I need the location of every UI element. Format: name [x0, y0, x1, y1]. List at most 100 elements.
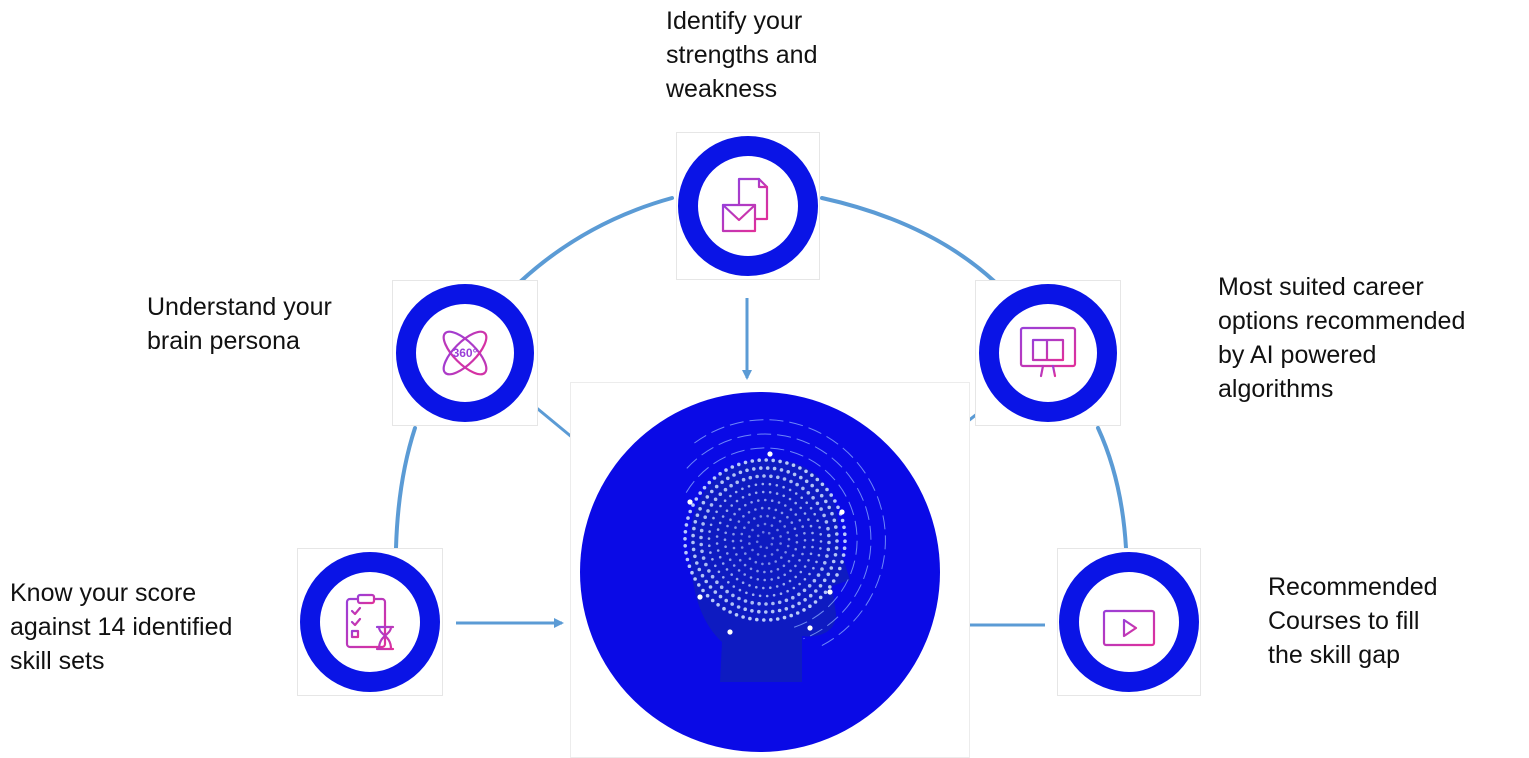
neural-dot: [770, 524, 774, 527]
neural-dot: [828, 585, 832, 589]
neural-dot: [777, 600, 782, 605]
neural-dot: [789, 613, 793, 618]
neural-dot: [795, 482, 799, 487]
neural-dot: [843, 539, 847, 543]
neural-dot: [751, 593, 755, 596]
neural-dot: [725, 509, 729, 512]
document-envelope-icon: [721, 177, 769, 233]
node-courses: [1059, 552, 1199, 692]
neural-dot: [721, 515, 725, 518]
neural-dot: [840, 560, 844, 564]
neural-dot: [697, 567, 702, 572]
neural-dot: [691, 533, 695, 538]
neural-dot: [756, 569, 759, 573]
neural-dot: [743, 460, 748, 465]
neural-dot: [768, 491, 772, 494]
neural-dot: [804, 469, 808, 474]
neural-dot: [809, 552, 813, 556]
neural-dot: [803, 578, 807, 581]
neural-dot: [782, 582, 786, 586]
neural-dot: [841, 553, 846, 557]
arc-segment-persona-to-score: [394, 426, 417, 550]
neural-dot: [726, 552, 729, 555]
circuit-node: [727, 629, 733, 635]
neural-dot: [729, 518, 732, 521]
neural-dot: [819, 547, 822, 550]
neural-dot: [786, 589, 789, 593]
neural-dot: [835, 539, 839, 543]
neural-dot: [691, 540, 695, 545]
neural-dot: [759, 515, 763, 518]
neural-dot: [699, 542, 703, 547]
neural-dot: [714, 564, 717, 568]
neural-dot: [770, 542, 774, 546]
neural-dot: [716, 549, 720, 552]
neural-dot: [755, 617, 759, 622]
neural-dot: [724, 598, 728, 603]
neural-dot: [783, 573, 786, 577]
neural-dot: [759, 545, 763, 549]
neural-dot: [744, 552, 747, 555]
neural-dot: [779, 468, 784, 472]
neural-dot: [708, 530, 711, 533]
neural-dot: [794, 547, 797, 551]
neural-dot: [791, 595, 795, 600]
neural-dot: [794, 492, 798, 495]
neural-dot: [718, 472, 722, 476]
neural-dot: [714, 484, 719, 489]
neural-dot: [756, 534, 760, 538]
neural-dot: [761, 562, 764, 566]
neural-dot: [823, 561, 827, 565]
arc-segment-persona-to-strengths: [518, 196, 674, 284]
neural-dot: [708, 585, 713, 589]
neural-dot: [756, 578, 760, 581]
neural-dot: [831, 559, 836, 564]
neural-dot: [706, 509, 710, 513]
neural-dot: [734, 526, 737, 529]
neural-dot: [699, 535, 703, 540]
neural-dot: [808, 604, 812, 608]
circuit-node: [687, 499, 693, 505]
neural-dot: [819, 507, 823, 511]
neural-dot: [800, 496, 803, 499]
neural-dot: [751, 548, 754, 552]
neural-dot: [798, 582, 801, 586]
neural-dot: [721, 562, 725, 565]
neural-dot: [788, 579, 792, 583]
neural-dot: [815, 477, 820, 482]
neural-dot: [757, 458, 761, 462]
neural-dot: [744, 503, 747, 507]
neural-dot: [791, 604, 795, 609]
neural-dot: [731, 539, 735, 543]
neural-dot: [802, 608, 806, 612]
neural-dot: [687, 564, 692, 568]
arc-segment-career-to-courses: [1096, 426, 1128, 550]
neural-dot: [733, 512, 736, 516]
neural-dot: [754, 508, 757, 511]
node-strengths: [678, 136, 818, 276]
neural-dot: [725, 589, 729, 594]
neural-dot: [788, 488, 792, 492]
neural-dot: [779, 535, 782, 538]
neural-dot: [691, 503, 695, 507]
neural-dot: [728, 558, 732, 561]
neural-dot: [803, 598, 807, 602]
neural-dot: [807, 559, 810, 562]
neural-dot: [765, 546, 769, 550]
neural-dot: [767, 531, 771, 535]
neural-dot: [782, 485, 785, 489]
neural-dot: [830, 511, 834, 516]
neural-dot: [761, 482, 765, 486]
neural-dot: [811, 538, 815, 542]
neural-dot: [817, 553, 821, 557]
neural-dot: [748, 616, 752, 621]
neural-dot: [789, 569, 792, 573]
neural-dot: [755, 585, 758, 589]
neural-dot: [719, 504, 722, 508]
neural-dot: [833, 499, 837, 503]
neural-dot: [782, 494, 785, 498]
neural-dot: [811, 531, 814, 535]
neural-dot: [770, 570, 773, 573]
neural-dot: [737, 520, 741, 523]
neural-dot: [730, 573, 733, 576]
